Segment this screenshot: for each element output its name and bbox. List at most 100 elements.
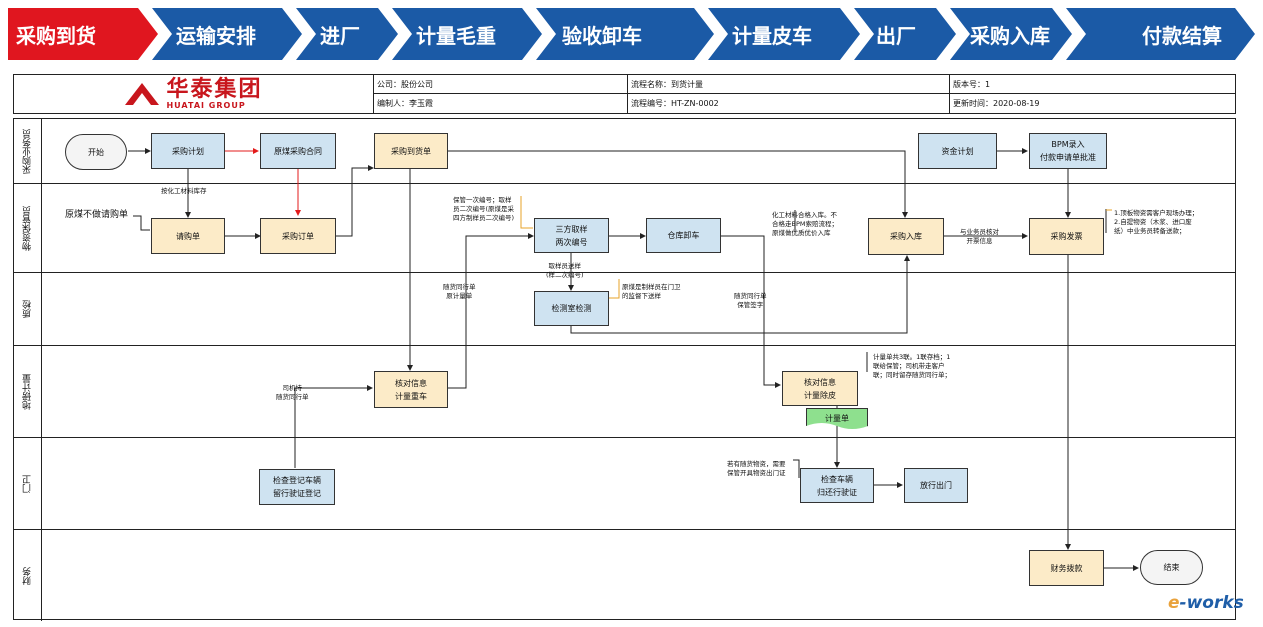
note-weigh-doc: 计量单共3联。1联存档；1 联给保管；司机带走客户 联；同时留存随货同行单； — [873, 353, 951, 379]
node-label-line2: 付款申请单批准 — [1040, 153, 1096, 162]
note-gate: 若有随货物资，需要 保管开具物资出门证 — [727, 460, 786, 477]
stage-exit[interactable]: 出厂 — [854, 8, 956, 60]
gate-register-node[interactable]: 检查登记车辆留行驶证登记 — [259, 469, 335, 505]
node-label: 采购计划 — [172, 146, 204, 156]
node-label-line1: 核对信息 — [395, 378, 427, 388]
gate-check-node[interactable]: 检查车辆归还行驶证 — [800, 468, 874, 503]
node-label-line2: 两次编号 — [555, 237, 588, 247]
stage-purchase-arrival[interactable]: 采购到货 — [8, 8, 158, 60]
purchase-instock-node[interactable]: 采购入库 — [868, 218, 944, 255]
stage-gross-weigh[interactable]: 计量毛重 — [392, 8, 542, 60]
node-label-line1: 检查登记车辆 — [273, 476, 321, 485]
company-logo: 华泰集团 HUATAI GROUP — [14, 75, 374, 113]
stage-label: 出厂 — [876, 23, 916, 48]
note-driver-doc: 司机持 随货同行单 — [276, 384, 309, 401]
note-keeper-sign: 随货同行单 保管签字 — [734, 292, 767, 309]
huatai-logo-icon — [125, 83, 160, 105]
node-label-line1: BPM录入 — [1051, 140, 1085, 149]
node-label: 采购发票 — [1050, 232, 1083, 241]
node-label: 放行出门 — [920, 481, 952, 490]
node-label-line1: 检查车辆 — [821, 474, 853, 484]
note-coal-no-req: 原煤不做请购单 — [65, 210, 129, 220]
watermark-e: e — [1168, 593, 1180, 613]
update-time-field: 更新时间：2020-08-19 — [953, 99, 1040, 108]
sampling-node[interactable]: 三方取样两次编号 — [534, 218, 609, 253]
stage-payment[interactable]: 付款结算 — [1066, 8, 1255, 60]
purchase-invoice-node[interactable]: 采购发票 — [1029, 218, 1104, 255]
lab-test-node[interactable]: 检测室检测 — [534, 291, 609, 326]
node-label: 采购订单 — [282, 231, 314, 241]
release-node[interactable]: 放行出门 — [904, 468, 968, 503]
stage-label: 采购入库 — [970, 23, 1050, 48]
note-coal-sample: 原煤是制样员在门卫 的监督下送样 — [622, 283, 681, 300]
logo-chinese-name: 华泰集团 — [166, 76, 263, 102]
purchase-plan-node[interactable]: 采购计划 — [151, 133, 225, 169]
lane-label: 地磅计量 — [23, 373, 33, 410]
end-terminal[interactable]: 结束 — [1140, 550, 1203, 585]
note-with-doc: 随货同行单 原计量单 — [443, 283, 476, 300]
stage-label: 付款结算 — [1142, 23, 1222, 48]
stage-label: 进厂 — [320, 23, 360, 48]
coal-contract-node[interactable]: 原煤采购合同 — [260, 133, 336, 169]
requisition-node[interactable]: 请购单 — [151, 218, 225, 254]
node-label: 结束 — [1163, 563, 1180, 572]
stage-label: 采购到货 — [16, 23, 96, 48]
process-stage-banner: 采购到货 运输安排 进厂 计量毛重 验收卸车 计量皮车 出厂 采购入库 付款结算 — [8, 8, 1255, 60]
node-label: 开始 — [88, 147, 104, 157]
lane-weighbridge: 地磅计量 — [14, 346, 1235, 438]
stage-instock[interactable]: 采购入库 — [950, 8, 1072, 60]
version-field: 版本号：1 — [950, 75, 1235, 94]
lane-label: 质检 — [23, 300, 33, 318]
process-header-table: 华泰集团 HUATAI GROUP 公司：股份公司 流程名称：到货计量 版本号：… — [13, 74, 1236, 114]
note-keeper-numbering: 保管一次编号；取样 员二次编号(原煤是采 四方制样员二次编号) — [453, 196, 515, 222]
stage-label: 计量毛重 — [416, 23, 496, 48]
node-label-line2: 留行驶证登记 — [273, 489, 321, 498]
node-label-line2: 计量重车 — [395, 391, 427, 401]
arrival-order-node[interactable]: 采购到货单 — [374, 133, 448, 169]
lane-label: 物资保管员 — [23, 205, 33, 251]
note-invoice-rules: 1.顶板物资需客户现场办理； 2.自提物资（木浆、进口废 纸）中业务员转备送款； — [1114, 209, 1199, 235]
lane-label: 门卫 — [23, 474, 33, 493]
finance-pay-node[interactable]: 财务拨款 — [1029, 550, 1104, 586]
purchase-order-node[interactable]: 采购订单 — [260, 218, 336, 254]
stage-inspect-unload[interactable]: 验收卸车 — [536, 8, 714, 60]
node-label: 请购单 — [176, 231, 200, 241]
process-no-field: 流程编号：HT-ZN-0002 — [628, 94, 950, 113]
bpm-payment-node[interactable]: BPM录入付款申请单批准 — [1029, 133, 1107, 169]
fund-plan-node[interactable]: 资金计划 — [918, 133, 997, 169]
start-terminal[interactable]: 开始 — [65, 134, 127, 170]
node-label: 财务拨款 — [1050, 563, 1083, 573]
tare-weigh-node[interactable]: 核对信息计量除皮 — [782, 371, 858, 406]
process-name-field: 流程名称：到货计量 — [628, 75, 950, 94]
eworks-watermark: e-works — [1168, 593, 1244, 613]
stage-label: 计量皮车 — [732, 23, 812, 48]
company-field: 公司：股份公司 — [374, 75, 628, 94]
lane-finance: 财务 — [14, 530, 1235, 621]
node-label: 仓库卸车 — [667, 231, 700, 240]
logo-english-name: HUATAI GROUP — [166, 100, 246, 110]
note-verify-invoice: 与业务员核对 开票信息 — [960, 228, 999, 245]
node-label-line1: 核对信息 — [804, 377, 836, 387]
node-label: 资金计划 — [941, 146, 974, 156]
node-label: 采购到货单 — [391, 146, 431, 156]
stage-tare-weigh[interactable]: 计量皮车 — [708, 8, 860, 60]
node-label-line2: 归还行驶证 — [817, 487, 857, 497]
stage-label: 验收卸车 — [562, 23, 642, 48]
node-label: 采购入库 — [890, 232, 922, 241]
note-chem-bpm: 化工材料合格入库。不 合格走BPM索赔流程； 原煤做优质优价入库 — [772, 211, 838, 237]
node-label: 原煤采购合同 — [274, 146, 322, 156]
note-chem-stock: 按化工材料库存 — [161, 187, 207, 195]
lane-label: 财务 — [23, 566, 33, 585]
node-label-line2: 计量除皮 — [804, 390, 836, 400]
lane-label: 采购业务员 — [23, 128, 33, 174]
stage-enter[interactable]: 进厂 — [296, 8, 398, 60]
watermark-rest: -works — [1179, 593, 1244, 613]
stage-label: 运输安排 — [176, 23, 256, 48]
stage-transport[interactable]: 运输安排 — [152, 8, 302, 60]
gross-weigh-node[interactable]: 核对信息计量重车 — [374, 371, 448, 408]
node-label: 计量单 — [825, 414, 849, 423]
node-label-line1: 三方取样 — [555, 224, 588, 234]
warehouse-unload-node[interactable]: 仓库卸车 — [646, 218, 721, 253]
note-sample-send: 取样员送样 (样二次编号) — [546, 262, 584, 279]
editor-field: 编制人：李玉霞 — [374, 94, 628, 113]
